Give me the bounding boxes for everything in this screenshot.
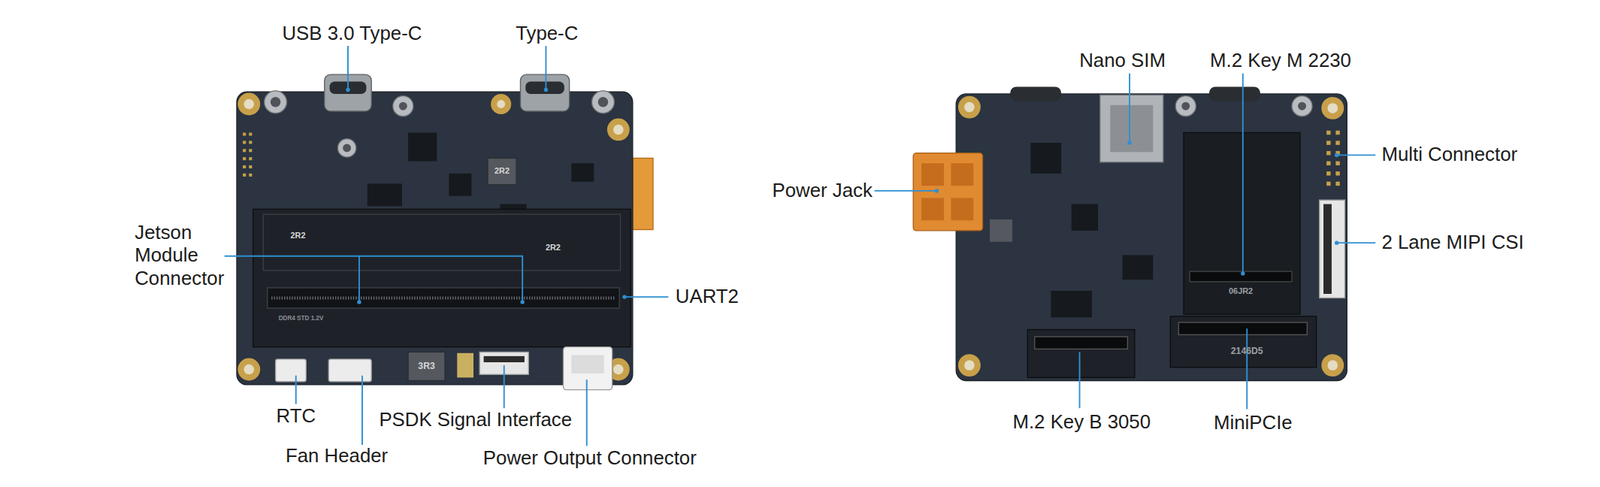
silkscreen-text: 2R2	[494, 166, 510, 177]
callout-label: PSDK Signal Interface	[378, 408, 572, 432]
callout-label: Power Output Connector	[483, 446, 697, 469]
silkscreen-text: 2146D5	[1231, 345, 1264, 357]
silkscreen-text: 2R2	[290, 230, 306, 241]
silkscreen-text: 06JR2	[1228, 287, 1253, 297]
callout-label: RTC	[275, 405, 316, 428]
silkscreen-text: 2R2	[545, 243, 561, 254]
silkscreen-text: DDR4 STD 1.2V	[278, 314, 324, 323]
callout-label: Multi Connector	[1381, 143, 1518, 167]
callout-label: Fan Header	[285, 444, 388, 468]
callout-label: Type-C	[515, 22, 578, 46]
callout-label: M.2 Key M 2230	[1209, 49, 1352, 73]
callout-label: Nano SIM	[1079, 49, 1166, 73]
callout-label: MiniPCIe	[1213, 411, 1293, 435]
callout-label: Power Jack	[772, 179, 873, 203]
silkscreen-text: 3R3	[417, 360, 435, 372]
callout-label: UART2	[675, 285, 739, 309]
callout-label: M.2 Key B 3050	[1012, 411, 1151, 434]
callout-label: 2 Lane MIPI CSI	[1381, 231, 1524, 255]
callout-label: Jetson Module Connector	[134, 221, 237, 291]
callout-label: USB 3.0 Type-C	[281, 22, 422, 46]
